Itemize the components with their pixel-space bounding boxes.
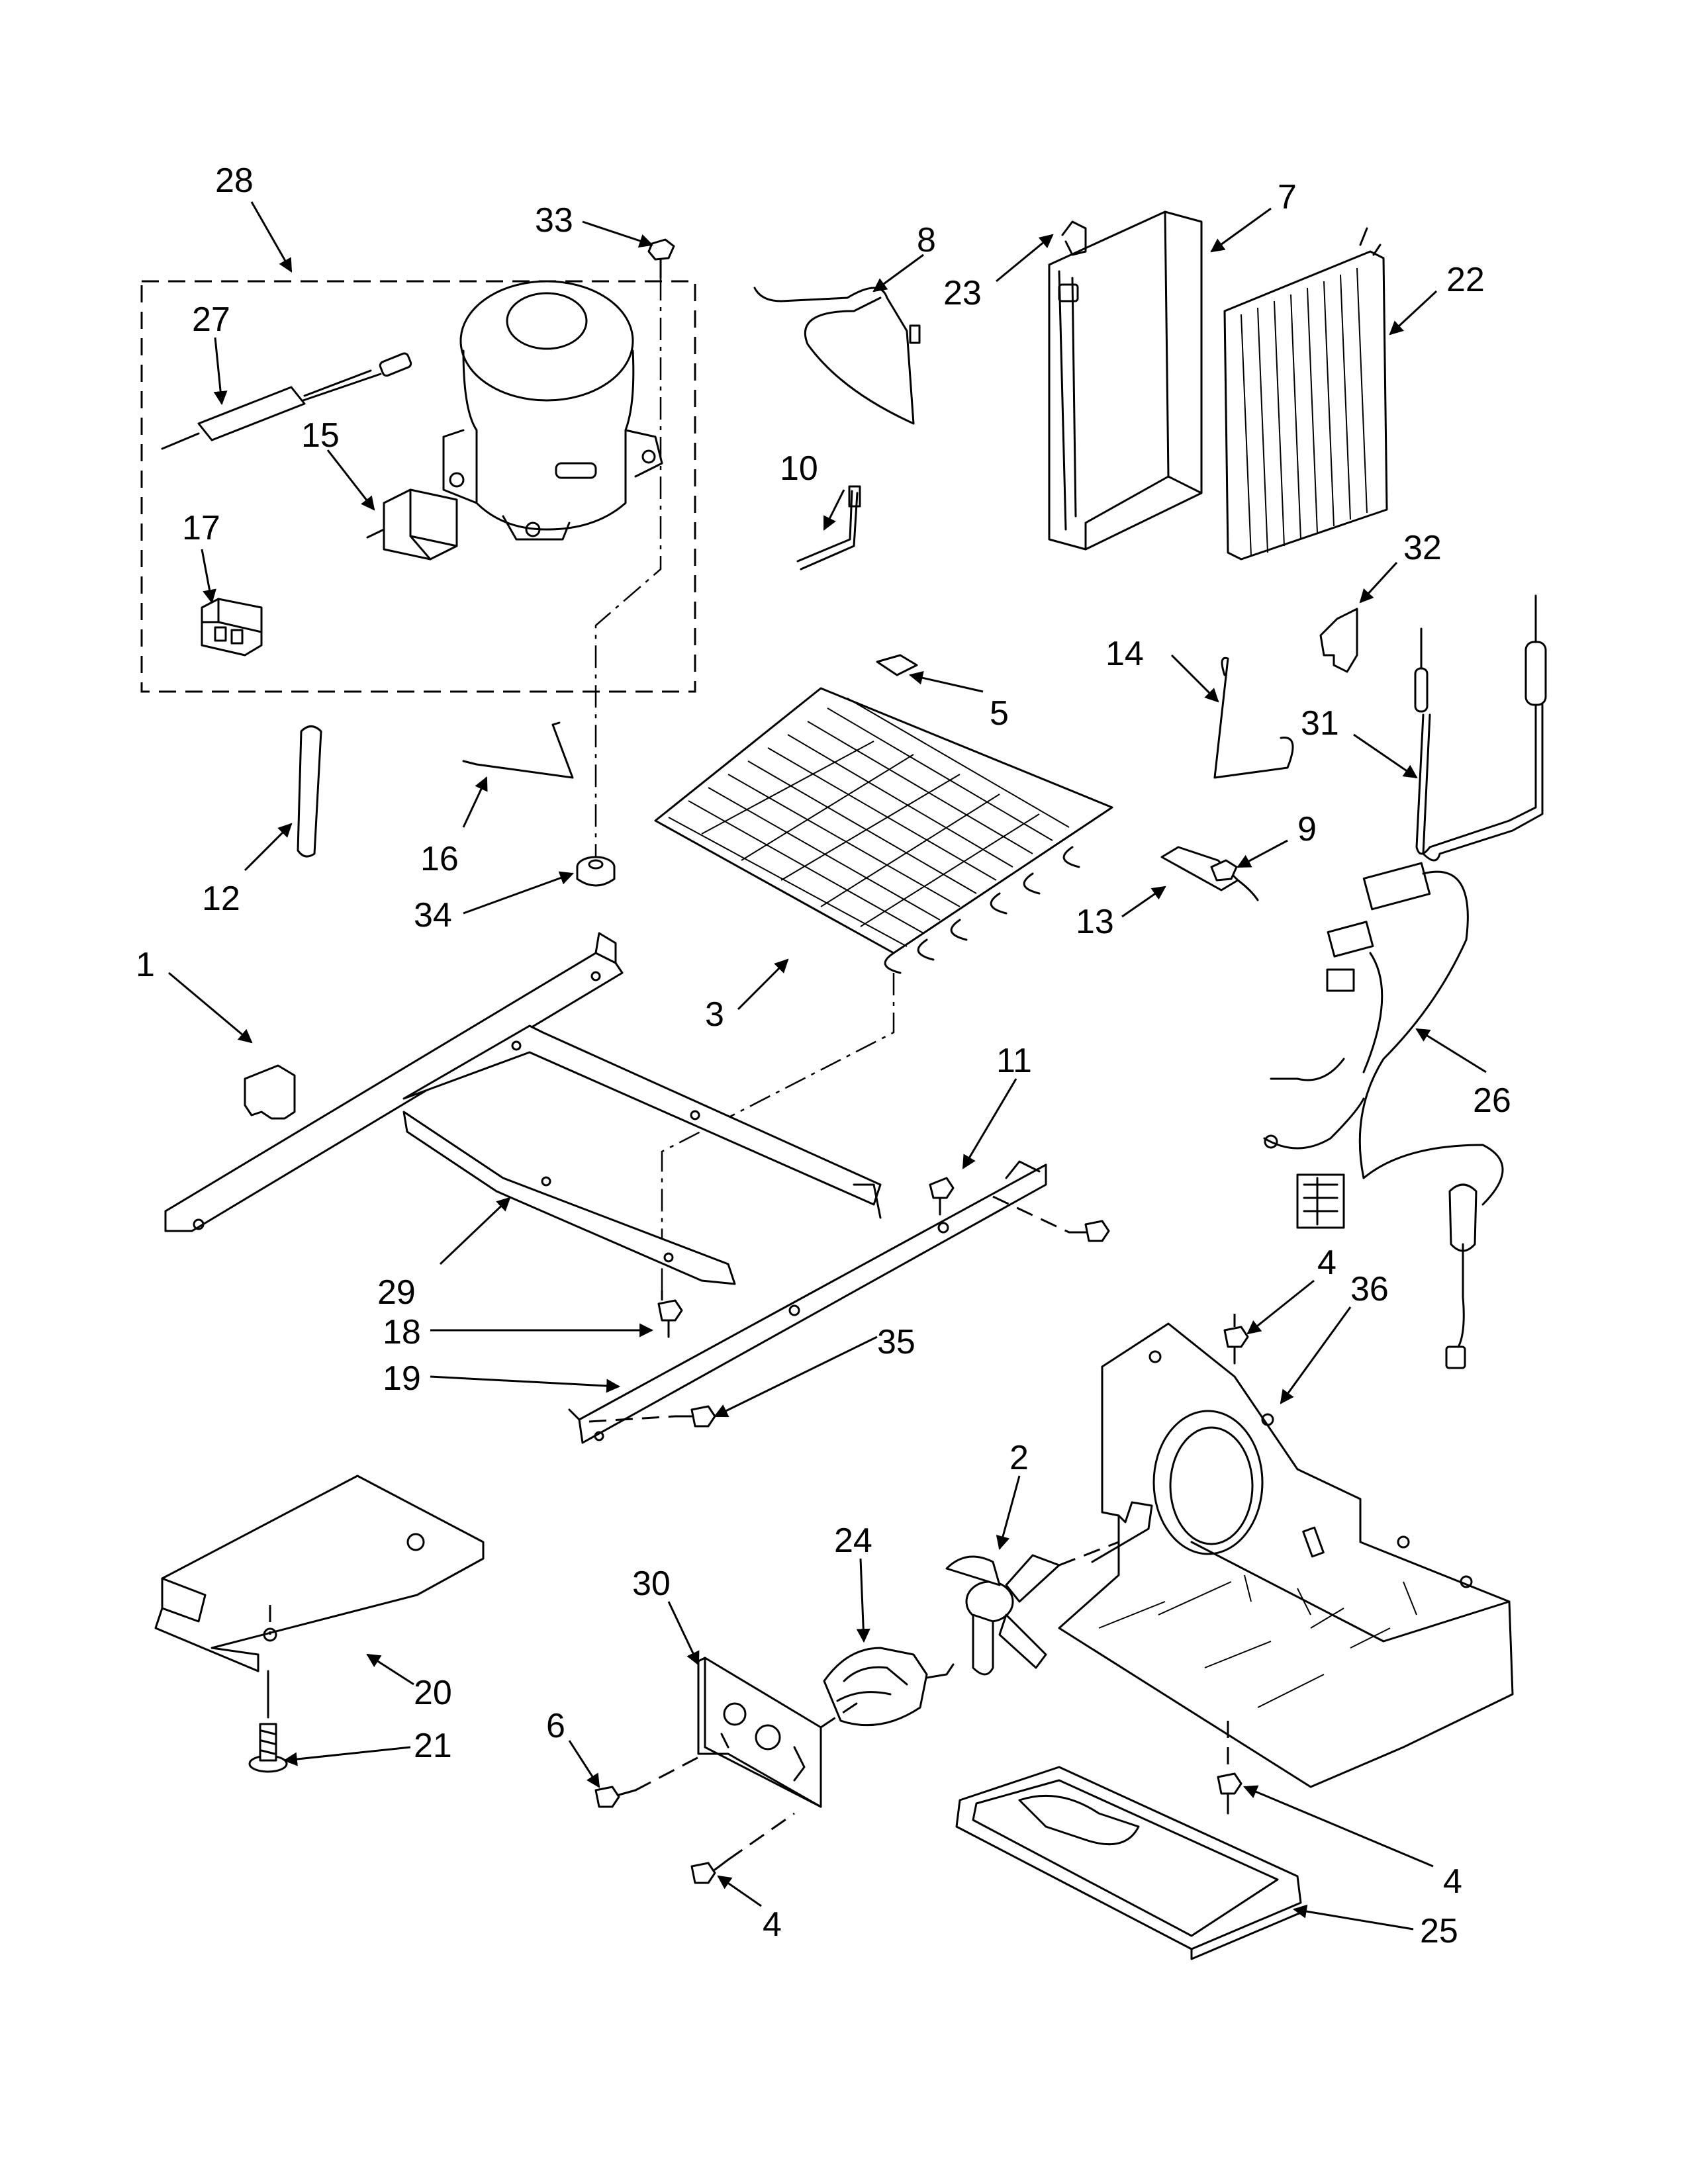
drier <box>161 352 412 450</box>
callout-labels: 28 33 8 7 23 22 27 15 10 17 32 14 5 31 1… <box>136 161 1511 1950</box>
callout-34: 34 <box>414 896 452 934</box>
screw-4-shroud-top <box>1223 1326 1249 1365</box>
compressor-group-box <box>140 280 696 693</box>
callout-4-bottom: 4 <box>1443 1862 1462 1901</box>
callout-22: 22 <box>1446 261 1485 299</box>
callout-6: 6 <box>546 1707 565 1745</box>
callout-19: 19 <box>383 1359 421 1398</box>
screw-4-bracket <box>690 1858 729 1884</box>
grommet <box>576 856 616 887</box>
screw-33 <box>647 238 675 279</box>
rail-19 <box>568 1160 1047 1444</box>
callout-28: 28 <box>215 161 254 200</box>
callout-12: 12 <box>202 880 240 918</box>
wire-hook <box>1213 657 1294 779</box>
drain-pan <box>955 1766 1302 1960</box>
callout-33: 33 <box>535 201 573 240</box>
callout-2: 2 <box>1009 1439 1029 1477</box>
bracket-13 <box>1160 846 1259 901</box>
callout-3: 3 <box>705 995 724 1034</box>
callout-27: 27 <box>192 300 230 339</box>
condenser <box>1223 227 1388 561</box>
fan-blade <box>945 1554 1060 1676</box>
leader-lines <box>168 201 1487 1931</box>
callout-11: 11 <box>996 1042 1032 1080</box>
callout-26: 26 <box>1473 1081 1511 1120</box>
callout-36: 36 <box>1350 1270 1389 1308</box>
callout-13: 13 <box>1076 903 1114 941</box>
callout-4-top: 4 <box>1317 1244 1336 1282</box>
relay <box>366 488 458 561</box>
tube-8 <box>753 287 915 425</box>
callout-7: 7 <box>1278 178 1297 216</box>
evaporator-coil <box>654 654 1113 974</box>
callout-21: 21 <box>414 1727 452 1765</box>
callout-5: 5 <box>990 694 1009 733</box>
callout-23: 23 <box>943 274 982 312</box>
clip-32 <box>1319 608 1358 673</box>
evaporator-cover <box>1048 210 1203 551</box>
screw-11 <box>929 1177 955 1216</box>
callout-16: 16 <box>420 840 459 878</box>
callout-14: 14 <box>1105 635 1144 673</box>
leveling-foot <box>248 1670 288 1773</box>
compressor <box>442 280 663 541</box>
wire-16 <box>462 721 574 779</box>
bracket-1 <box>244 1064 296 1120</box>
rail-frame <box>164 932 882 1285</box>
callout-8: 8 <box>917 221 936 259</box>
drain-tube <box>297 725 322 858</box>
callout-17: 17 <box>182 509 220 547</box>
screw-35b <box>674 1405 716 1428</box>
callout-20: 20 <box>414 1674 452 1712</box>
callout-1: 1 <box>136 946 155 984</box>
callout-25: 25 <box>1420 1912 1458 1950</box>
callout-4-bracket: 4 <box>763 1905 782 1944</box>
screw-4-shroud-bottom <box>1217 1772 1243 1815</box>
wiring-harness <box>1263 862 1504 1369</box>
callout-24: 24 <box>834 1522 872 1560</box>
callout-35: 35 <box>877 1323 915 1361</box>
callout-30: 30 <box>632 1565 671 1603</box>
screw-18 <box>657 1299 683 1338</box>
fan-motor <box>823 1647 955 1727</box>
screw-35a <box>1068 1220 1110 1242</box>
callout-10: 10 <box>780 449 818 488</box>
motor-bracket <box>697 1657 822 1808</box>
callout-31: 31 <box>1301 704 1339 743</box>
callout-29: 29 <box>377 1273 416 1312</box>
callout-9: 9 <box>1297 810 1317 848</box>
cover-plate <box>154 1475 485 1672</box>
callout-32: 32 <box>1403 529 1442 567</box>
callout-18: 18 <box>383 1313 421 1351</box>
callout-15: 15 <box>301 416 340 455</box>
screw-6 <box>594 1786 637 1808</box>
tube-assembly-31 <box>1414 594 1547 862</box>
fan-shroud-base <box>1058 1322 1514 1788</box>
overload <box>201 598 263 657</box>
